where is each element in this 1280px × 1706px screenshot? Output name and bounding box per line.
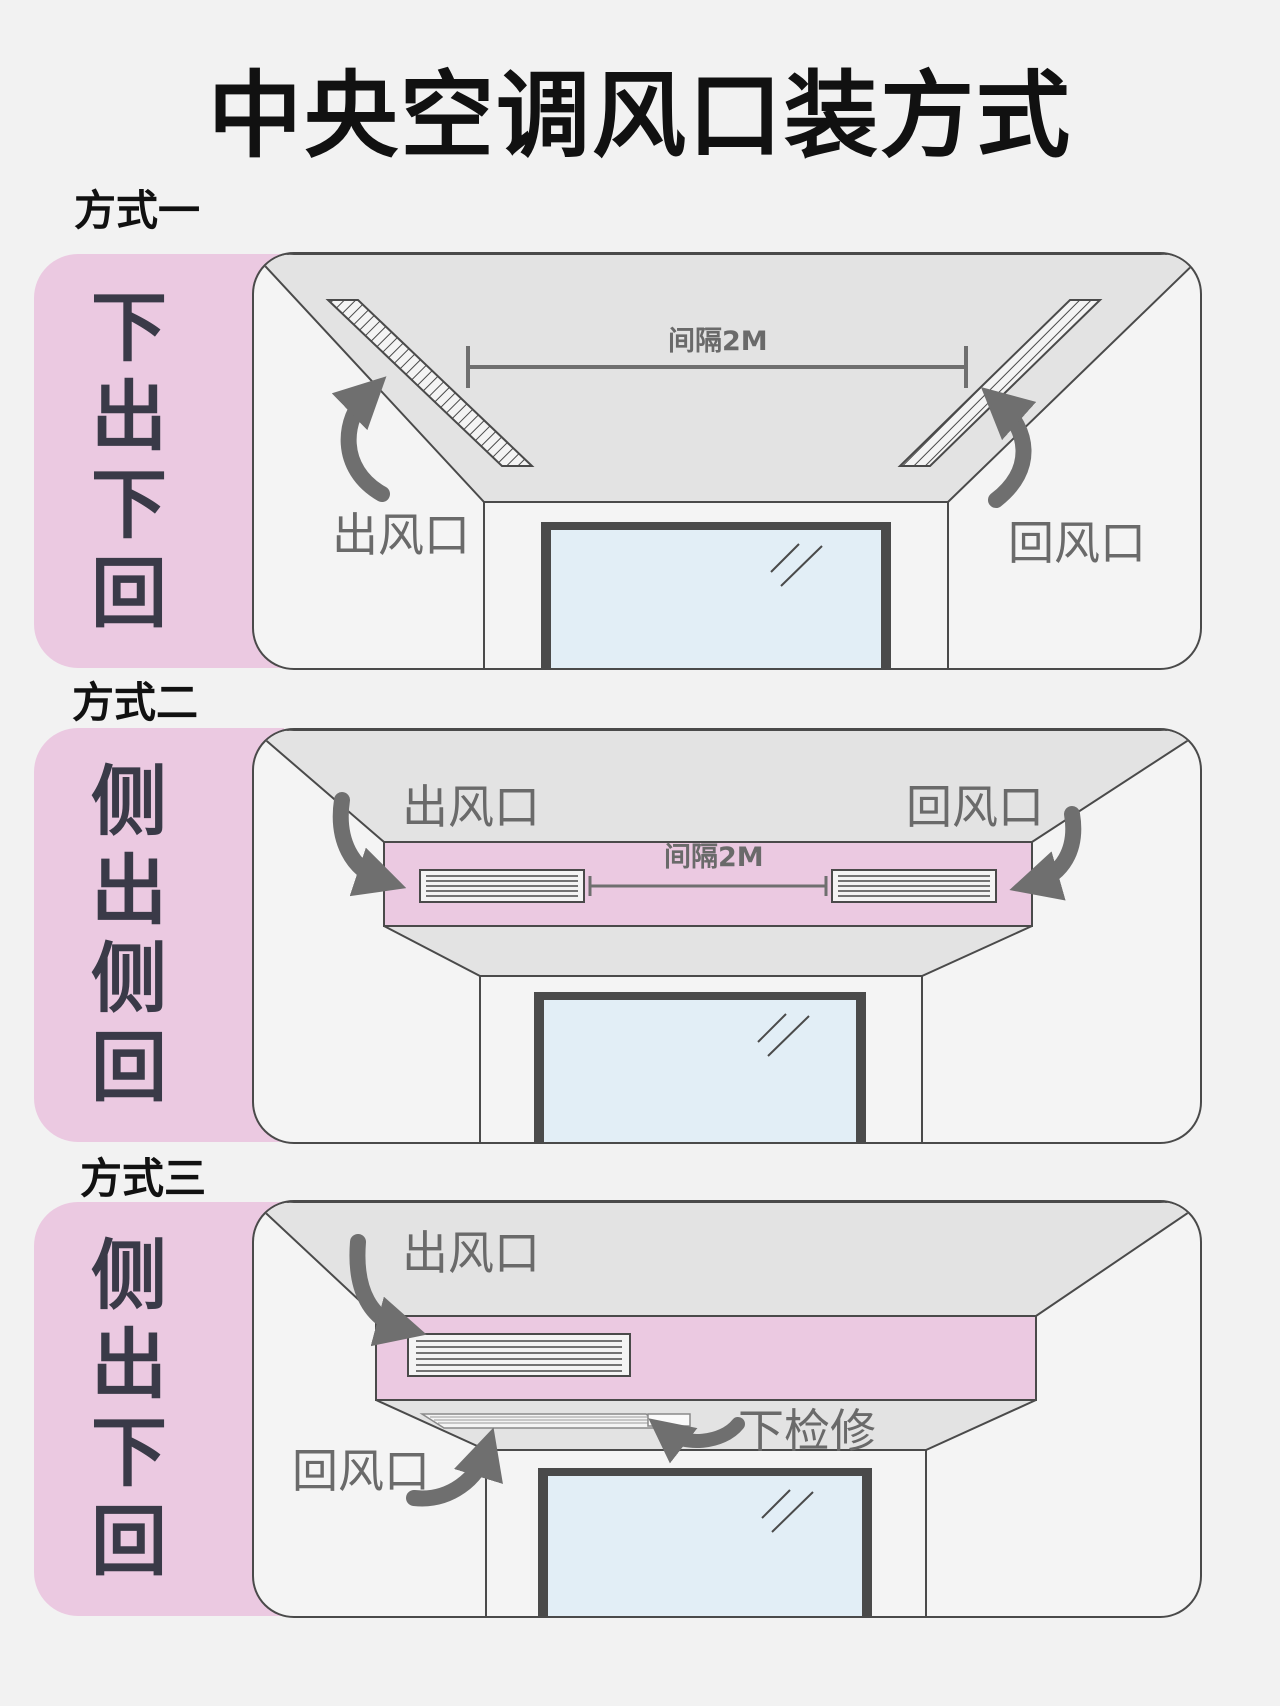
side-char: 下 <box>91 460 167 550</box>
return-vent <box>897 299 1103 467</box>
side-char: 回 <box>91 1496 167 1586</box>
side-char: 出 <box>91 371 167 461</box>
return-label: 回风口 <box>292 1444 430 1498</box>
section-2-scene <box>254 730 1200 1142</box>
section-1-label: 方式一 <box>74 186 201 235</box>
access-label: 下检修 <box>738 1404 876 1458</box>
window-glass <box>551 530 881 668</box>
ceiling <box>254 254 1200 503</box>
return-arrow-icon <box>406 1427 503 1507</box>
section-2-label: 方式二 <box>72 678 199 727</box>
return-label: 回风口 <box>1008 516 1146 570</box>
section-1-scene <box>254 254 1200 668</box>
side-char: 侧 <box>91 1231 167 1321</box>
return-arrow-icon <box>980 386 1037 508</box>
soffit <box>383 925 1033 977</box>
return-label: 回风口 <box>906 780 1044 834</box>
access-panel <box>647 1413 691 1427</box>
side-char: 出 <box>91 1319 167 1409</box>
side-char: 回 <box>91 548 167 638</box>
outlet-label: 出风口 <box>332 508 470 562</box>
side-char: 侧 <box>91 757 167 847</box>
outlet-vent <box>325 299 535 467</box>
ceiling <box>254 1202 1200 1317</box>
side-char: 侧 <box>91 934 167 1024</box>
return-vent <box>419 1413 667 1429</box>
outlet-label: 出风口 <box>402 1226 540 1280</box>
page-title: 中央空调风口装方式 <box>207 62 1072 171</box>
spacing-label: 间隔2M <box>664 842 764 873</box>
outlet-arrow-icon <box>332 792 407 897</box>
window-glass <box>548 1476 862 1616</box>
side-char: 回 <box>91 1022 167 1112</box>
section-3-label: 方式三 <box>80 1154 207 1203</box>
access-arrow-icon <box>648 1417 745 1464</box>
outlet-label: 出风口 <box>402 780 540 834</box>
section-2-side-tab: 侧 出 侧 回 <box>34 728 284 1142</box>
outlet-arrow-icon <box>331 376 390 502</box>
spacing-label: 间隔2M <box>668 326 768 357</box>
return-arrow-icon <box>1009 806 1082 901</box>
section-1-diagram: 出风口 回风口 间隔2M <box>252 252 1202 670</box>
ceiling <box>254 730 1200 843</box>
side-char: 下 <box>91 283 167 373</box>
section-3-diagram: 出风口 回风口 下检修 <box>252 1200 1202 1618</box>
window-glass <box>544 1000 856 1142</box>
section-1-side-tab: 下 出 下 回 <box>34 254 284 668</box>
outlet-arrow-icon <box>349 1234 427 1347</box>
section-3-side-tab: 侧 出 下 回 <box>34 1202 284 1616</box>
side-char: 出 <box>91 845 167 935</box>
section-3-scene <box>254 1202 1200 1616</box>
side-char: 下 <box>91 1408 167 1498</box>
section-2-diagram: 出风口 回风口 间隔2M <box>252 728 1202 1144</box>
